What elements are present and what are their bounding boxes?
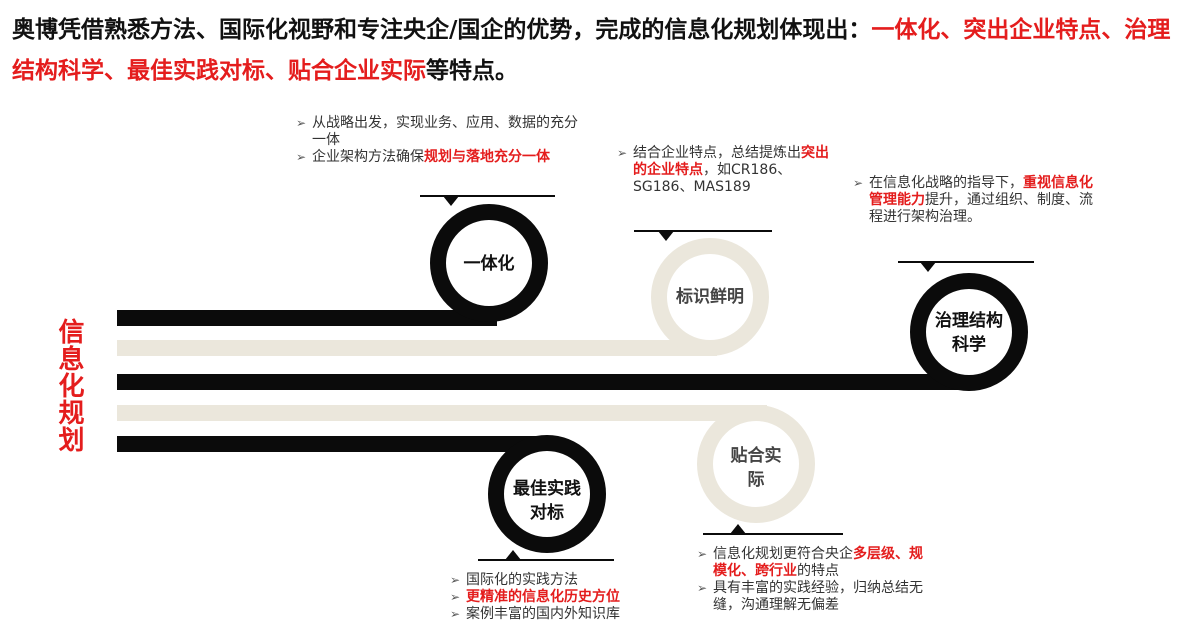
arrow-bullet-icon: ➢ [450, 590, 461, 604]
note-highlight: 突出的企业特点 [633, 145, 829, 178]
band-dark-2 [117, 374, 977, 390]
note-item: ➢ 国际化的实践方法 [450, 572, 680, 589]
band-light-1 [117, 340, 717, 356]
node-identity-label: 标识鲜明 [676, 287, 744, 307]
note-text: 企业架构方法确保 [312, 149, 424, 165]
notes-identity: ➢ 结合企业特点，总结提炼出突出的企业特点，如CR186、SG186、MAS189 [617, 145, 841, 196]
notes-governance: ➢ 在信息化战略的指导下，重视信息化管理能力提升，通过组织、制度、流程进行架构治理… [853, 175, 1093, 226]
arrow-bullet-icon: ➢ [697, 547, 708, 561]
note-item: ➢ 具有丰富的实践经验，归纳总结无缝，沟通理解无偏差 [697, 580, 925, 614]
note-text: 提升，通过组织、制度、流程进行架构治理。 [869, 192, 1093, 225]
note-text: 具有丰富的实践经验，归纳总结无缝，沟通理解无偏差 [713, 580, 923, 613]
arrow-bullet-icon: ➢ [697, 581, 708, 595]
loop-governance [910, 273, 1028, 391]
note-text: 国际化的实践方法 [466, 572, 578, 588]
note-highlight: 重视信息化管理能力 [869, 175, 1093, 208]
notes-integration: ➢ 从战略出发，实现业务、应用、数据的充分一体 ➢ 企业架构方法确保规划与落地充分一… [296, 115, 582, 166]
arrow-bullet-icon: ➢ [296, 116, 307, 130]
note-text: ，如CR186、SG186、MAS189 [633, 162, 792, 195]
arrow-bullet-icon: ➢ [617, 146, 628, 160]
note-text: 在信息化战略的指导下， [869, 175, 1023, 191]
band-light-2 [117, 405, 767, 421]
callout-identity [634, 230, 772, 241]
note-highlight: 多层级、规模化、跨行业 [713, 546, 923, 579]
node-integration-label: 一体化 [463, 254, 515, 274]
callout-governance [898, 261, 1034, 272]
band-dark-1 [117, 310, 497, 326]
note-item: ➢ 结合企业特点，总结提炼出突出的企业特点，如CR186、SG186、MAS189 [617, 145, 841, 196]
side-title: 信息化规划 [54, 318, 84, 453]
node-governance-label: 治理结构科学 [935, 311, 1003, 355]
arrow-bullet-icon: ➢ [450, 573, 461, 587]
loop-practice [488, 435, 606, 553]
note-text: 从战略出发，实现业务、应用、数据的充分一体 [312, 115, 578, 148]
note-text: 信息化规划更符合央企 [713, 546, 853, 562]
note-item: ➢ 更精准的信息化历史方位 [450, 589, 680, 606]
note-highlight: 更精准的信息化历史方位 [466, 589, 620, 605]
note-item: ➢ 信息化规划更符合央企多层级、规模化、跨行业的特点 [697, 546, 925, 580]
loop-fit [697, 405, 815, 523]
note-item: ➢ 从战略出发，实现业务、应用、数据的充分一体 [296, 115, 582, 149]
arrow-bullet-icon: ➢ [296, 150, 307, 164]
notes-fit: ➢ 信息化规划更符合央企多层级、规模化、跨行业的特点 ➢ 具有丰富的实践经验，归纳总… [697, 546, 925, 614]
node-fit-label: 贴合实际 [730, 446, 782, 490]
callout-practice [478, 550, 614, 561]
arrow-bullet-icon: ➢ [853, 176, 864, 190]
note-text: 案例丰富的国内外知识库 [466, 606, 620, 622]
node-practice-label: 最佳实践对标 [513, 479, 581, 523]
callout-integration [420, 195, 555, 206]
note-item: ➢ 企业架构方法确保规划与落地充分一体 [296, 149, 582, 166]
headline-lead: 奥博凭借熟悉方法、国际化视野和专注央企/国企的优势，完成的信息化规划体现出： [12, 17, 872, 43]
loop-identity [651, 238, 769, 356]
note-item: ➢ 案例丰富的国内外知识库 [450, 606, 680, 623]
note-text: 的特点 [797, 563, 839, 579]
callout-fit [703, 524, 843, 535]
band-dark-3 [117, 436, 552, 452]
note-text: 结合企业特点，总结提炼出 [633, 145, 801, 161]
note-item: ➢ 在信息化战略的指导下，重视信息化管理能力提升，通过组织、制度、流程进行架构治理… [853, 175, 1093, 226]
note-highlight: 规划与落地充分一体 [424, 149, 550, 165]
headline-tail: 等特点。 [426, 58, 518, 84]
headline-highlight: 一体化、突出企业特点、治理结构科学、最佳实践对标、贴合企业实际 [12, 17, 1171, 84]
headline: 奥博凭借熟悉方法、国际化视野和专注央企/国企的优势，完成的信息化规划体现出：一体… [12, 10, 1172, 92]
arrow-bullet-icon: ➢ [450, 607, 461, 621]
loop-integration [430, 204, 548, 322]
notes-practice: ➢ 国际化的实践方法 ➢ 更精准的信息化历史方位 ➢ 案例丰富的国内外知识库 [450, 572, 680, 623]
